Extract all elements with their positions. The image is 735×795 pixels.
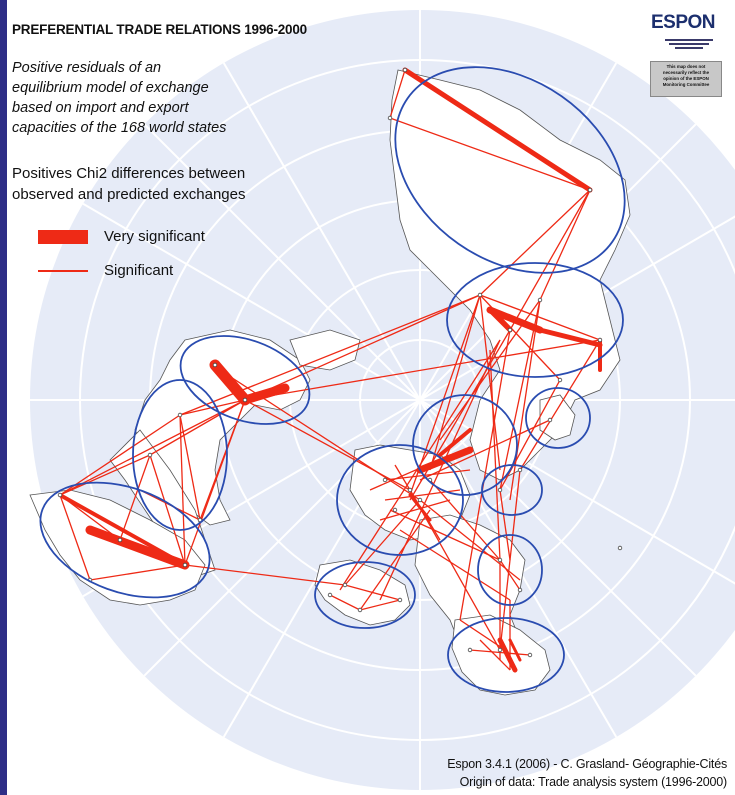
region-ellipse-south-asia	[447, 617, 565, 693]
disclaimer-line-1: This map does not	[666, 64, 706, 69]
subtitle-line-4: capacities of the 168 world states	[12, 120, 227, 136]
legend-thick-line-swatch	[38, 230, 88, 244]
subtitle-line-1: Positive residuals of an	[12, 60, 162, 76]
disclaimer-line-4: Monitoring Committee	[662, 82, 710, 87]
legend-heading-line-2: observed and predicted exchanges	[12, 186, 246, 203]
region-ellipse-europe	[336, 444, 464, 556]
espon-logo: ESPON	[651, 12, 721, 54]
espon-logo-subtext	[665, 39, 713, 49]
region-ellipse-east-asia	[446, 262, 624, 378]
region-ellipse-japan	[525, 387, 591, 449]
region-ellipse-russia	[394, 66, 626, 274]
disclaimer-box: This map does not necessarily reflect th…	[650, 61, 722, 97]
region-ellipse-south-america	[39, 481, 211, 599]
legend-heading: Positives Chi2 differences between obser…	[12, 163, 342, 205]
espon-logo-text: ESPON	[651, 12, 716, 33]
landmass-australia	[314, 559, 411, 626]
credit-data-source: Origin of data: Trade analysis system (1…	[459, 775, 728, 789]
left-frame-bar	[0, 0, 7, 795]
region-ellipse-central-america	[132, 379, 228, 531]
landmass-japan	[539, 394, 576, 441]
subtitle-line-2: equilibrium model of exchange	[12, 80, 209, 96]
legend-label-very-significant: Very significant	[104, 228, 205, 245]
map-title: PREFERENTIAL TRADE RELATIONS 1996-2000	[12, 22, 307, 37]
legend-thin-line-swatch	[38, 270, 88, 272]
credit-author: Espon 3.4.1 (2006) - C. Grasland- Géogra…	[447, 757, 727, 771]
region-ellipse-australia	[314, 561, 416, 629]
region-ellipse-middle-east	[412, 394, 518, 496]
disclaimer-line-2: necessarily reflect the	[662, 70, 710, 75]
map-subtitle: Positive residuals of an equilibrium mod…	[12, 58, 312, 138]
region-ellipses	[39, 66, 626, 693]
legend-heading-line-1: Positives Chi2 differences between	[12, 165, 246, 182]
country-nodes	[57, 67, 623, 658]
region-ellipse-southeast-asia	[477, 534, 543, 606]
region-ellipse-north-america	[179, 335, 311, 425]
subtitle-line-3: based on import and export	[12, 100, 189, 116]
flow-lines-very-significant	[58, 67, 603, 673]
region-ellipse-gulf	[481, 464, 543, 516]
landmass-greenland	[289, 329, 361, 371]
landmass-russia-asia	[389, 69, 631, 481]
disclaimer-line-3: opinion of the ESPON	[663, 76, 709, 81]
legend-label-significant: Significant	[104, 262, 174, 279]
landmass-south-america	[29, 489, 206, 606]
